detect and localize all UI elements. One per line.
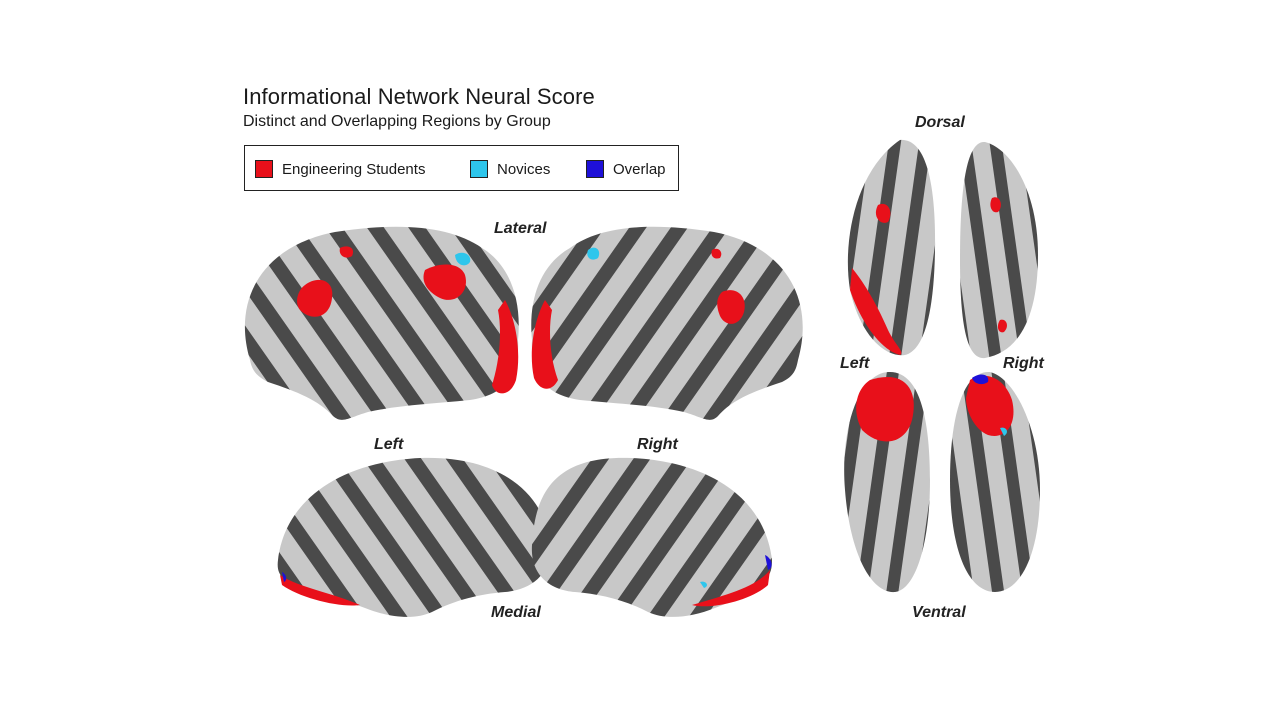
view-label-ventral: Ventral	[912, 604, 966, 621]
legend-item-overlap: Overlap	[586, 158, 666, 180]
right-medial-hemisphere	[531, 457, 772, 617]
legend-item-engineering: Engineering Students	[255, 158, 425, 180]
view-label-left-lateral: Left	[374, 436, 404, 453]
legend-item-novices: Novices	[470, 158, 550, 180]
ventral-left-activation	[856, 376, 914, 442]
dorsal-right-hemisphere	[960, 141, 1038, 359]
left-lateral-occipital-activation	[492, 300, 519, 394]
dorsal-left-hemisphere	[847, 139, 936, 356]
legend: Engineering Students Novices Overlap	[244, 145, 679, 191]
view-label-dorsal: Dorsal	[915, 114, 965, 131]
figure-subtitle: Distinct and Overlapping Regions by Grou…	[243, 113, 551, 130]
novices-swatch	[470, 160, 488, 178]
dorsal-left-activation	[850, 268, 902, 355]
right-lateral-frontal-activation	[717, 290, 745, 324]
legend-label-overlap: Overlap	[613, 160, 666, 178]
overlap-swatch	[586, 160, 604, 178]
ventral-right-hemisphere	[950, 371, 1040, 592]
view-label-left-axial: Left	[840, 355, 870, 372]
view-label-right-axial: Right	[1003, 355, 1044, 372]
view-label-lateral: Lateral	[494, 220, 547, 237]
engineering-swatch	[255, 160, 273, 178]
right-lateral-hemisphere	[531, 226, 803, 420]
left-lateral-frontal-activation	[297, 279, 333, 317]
legend-label-novices: Novices	[497, 160, 551, 178]
ventral-left-hemisphere	[844, 371, 930, 593]
ventral-right-activation	[966, 375, 1014, 436]
left-medial-activation	[280, 575, 360, 606]
left-lateral-parietal-activation	[423, 264, 466, 300]
right-lateral-occipital-activation	[531, 300, 558, 389]
legend-label-engineering: Engineering Students	[282, 160, 426, 178]
view-label-right-lateral: Right	[637, 436, 678, 453]
right-medial-activation	[692, 570, 770, 607]
left-lateral-hemisphere	[244, 226, 519, 420]
view-label-medial: Medial	[491, 604, 541, 621]
figure-title: Informational Network Neural Score	[243, 84, 595, 109]
left-medial-hemisphere	[277, 457, 551, 617]
left-lateral-novice-activation	[455, 252, 471, 266]
